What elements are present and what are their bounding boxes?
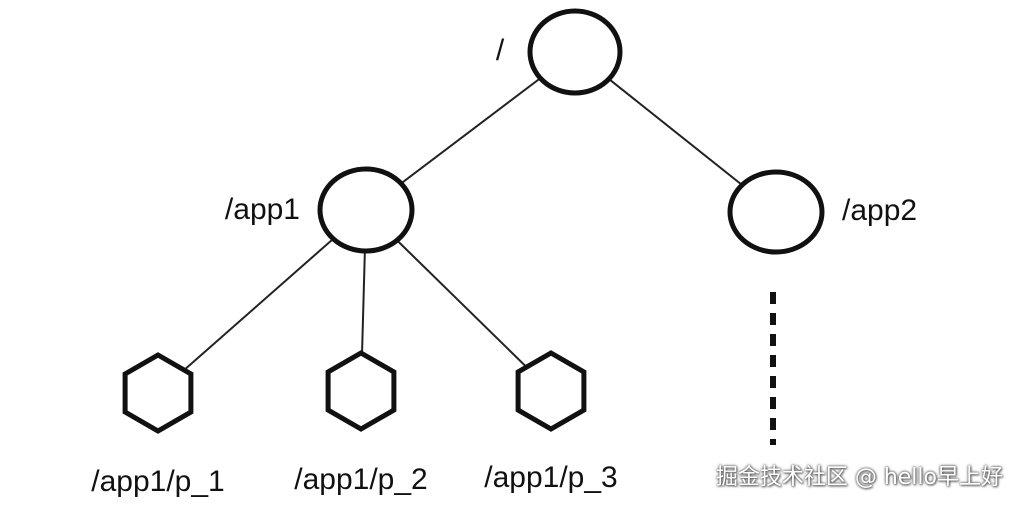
node-label-p2: /app1/p_2 [294, 463, 427, 496]
node-label-root: / [496, 34, 505, 67]
watermark: 掘金技术社区 @ hello早上好 [715, 465, 1003, 490]
node-p2-hexagon [325, 350, 397, 432]
node-label-app1: /app1 [225, 193, 300, 226]
node-p1-hexagon [122, 352, 194, 434]
node-app2-circle [727, 169, 825, 255]
node-p3-hexagon [515, 350, 587, 432]
edge-app1-p1 [157, 209, 367, 394]
node-root-circle [527, 8, 623, 96]
node-app1-circle [317, 166, 415, 254]
node-label-p1: /app1/p_1 [91, 465, 224, 498]
tree-nodes [122, 8, 825, 434]
node-label-app2: /app2 [842, 194, 917, 227]
node-label-p3: /app1/p_3 [484, 461, 617, 494]
tree-labels: / /app1/app2/app1/p_1/app1/p_2/app1/p_3 [91, 34, 917, 498]
